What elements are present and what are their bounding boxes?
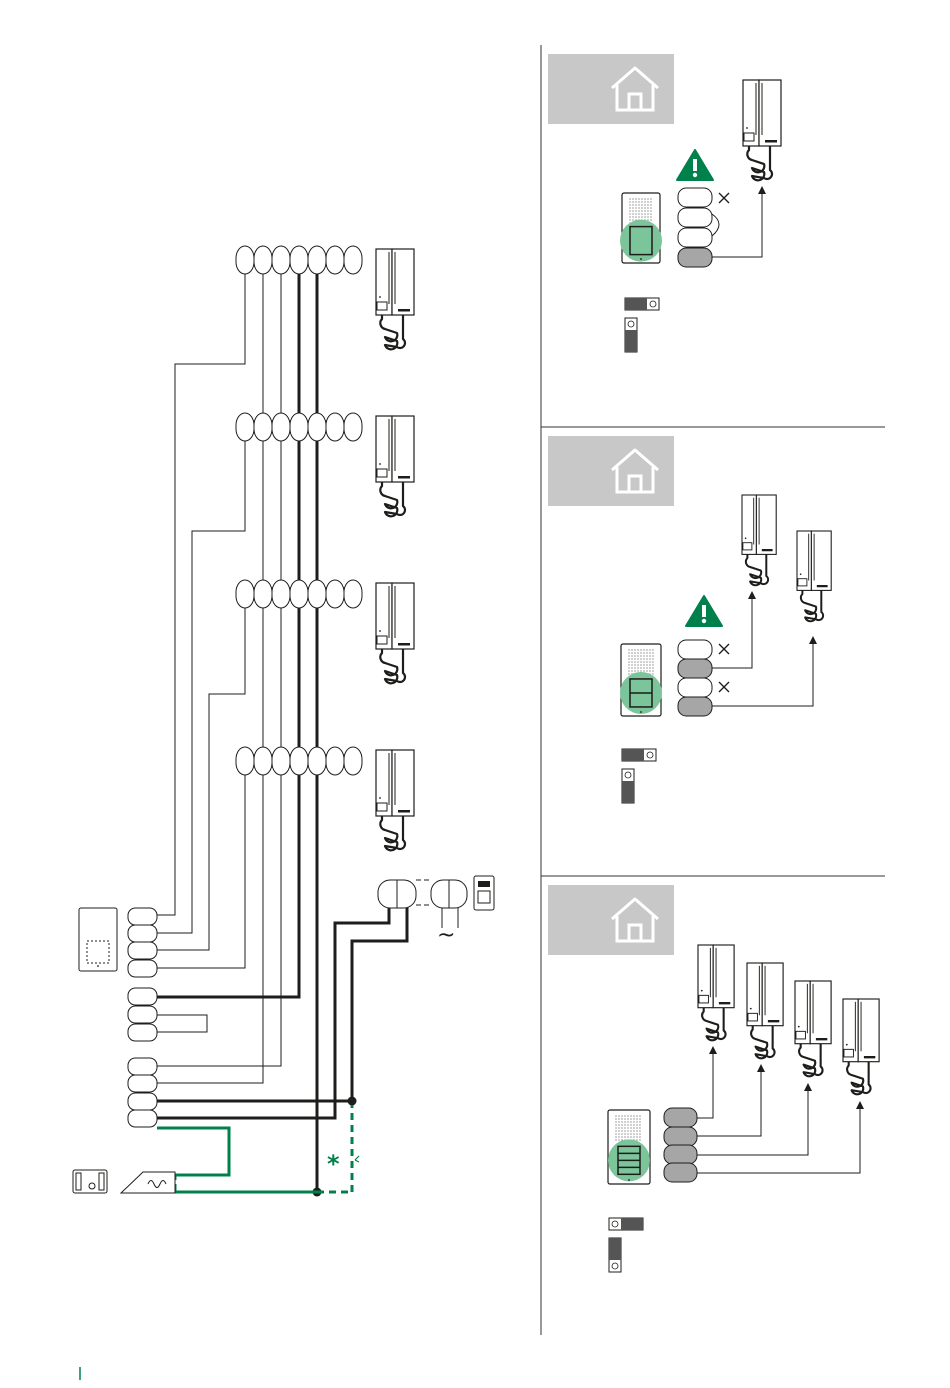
terminal [678,640,712,659]
terminal [308,413,326,441]
terminal [326,246,344,274]
handset-icon [747,963,783,1058]
terminal [344,580,362,608]
main-wiring [157,272,458,1197]
terminal [326,413,344,441]
handset-icon [376,416,414,516]
dip-switch-icon [609,1238,621,1272]
cross-icon [719,644,729,654]
terminal-strip [236,580,362,608]
terminal [308,747,326,775]
terminal [664,1108,697,1127]
dip-switch-icon [625,318,637,352]
dip-switch-icon [622,749,656,761]
handset-icon [843,999,879,1094]
door-panel-icon [79,908,117,971]
terminal [128,1006,157,1023]
panel-header [548,436,674,506]
cross-icon [719,193,729,203]
terminal [272,413,290,441]
terminal [236,580,254,608]
handset-icon [698,945,734,1040]
terminal [128,942,157,959]
terminal [326,747,344,775]
terminal [344,747,362,775]
lock-button-icon [121,1172,175,1193]
handset-icon [742,495,776,585]
terminal [236,413,254,441]
terminal [254,580,272,608]
terminal [272,747,290,775]
terminal-strip [236,747,362,775]
door-panel-icon [620,644,662,716]
handset-icon [743,80,781,180]
terminal [308,580,326,608]
terminal [128,925,157,942]
terminal [254,246,272,274]
terminal [254,747,272,775]
terminal-strip [236,246,362,274]
handset-icon [797,531,831,621]
speaker-grille [628,649,653,674]
terminal [664,1145,697,1164]
terminal [678,208,712,227]
terminal [254,413,272,441]
lock-icon [73,1170,107,1193]
terminal [290,413,308,441]
terminal [664,1127,697,1146]
terminal [128,1075,157,1092]
terminal [128,1024,157,1041]
terminal [678,697,712,716]
terminal [678,678,712,697]
dip-switch-icon [609,1218,643,1230]
terminal [128,960,157,977]
terminal [678,659,712,678]
terminal [236,747,254,775]
door-panel-icon [608,1110,650,1184]
terminal [236,246,254,274]
dip-switch-icon [622,769,634,803]
terminal [128,1058,157,1075]
terminal [678,228,712,247]
door-panel-icon [620,193,662,263]
terminal [678,248,712,267]
terminal [326,580,344,608]
handset-icon [376,249,414,349]
handset-icon [795,981,831,1076]
panel-header [548,885,674,955]
terminal [678,188,712,207]
terminal [272,580,290,608]
terminal [308,246,326,274]
power-supply-icon [474,876,494,910]
warning-icon [686,596,722,626]
cross-icon [719,682,729,692]
terminal [128,908,157,925]
ac-symbol: ~ [437,923,455,948]
terminal [128,1110,157,1127]
asterisk-label: * [327,1150,340,1178]
terminal [290,747,308,775]
terminal [290,246,308,274]
terminal [344,413,362,441]
terminal [128,1093,157,1110]
handset-icon [376,583,414,683]
terminal [664,1163,697,1182]
dip-switch-icon [625,298,659,310]
terminal [272,246,290,274]
terminal [290,580,308,608]
speaker-grille [615,1115,640,1140]
terminal [128,988,157,1005]
panel-header [548,54,674,124]
handset-icon [376,750,414,850]
terminal [344,246,362,274]
warning-icon [677,150,713,180]
terminal-strip [236,413,362,441]
